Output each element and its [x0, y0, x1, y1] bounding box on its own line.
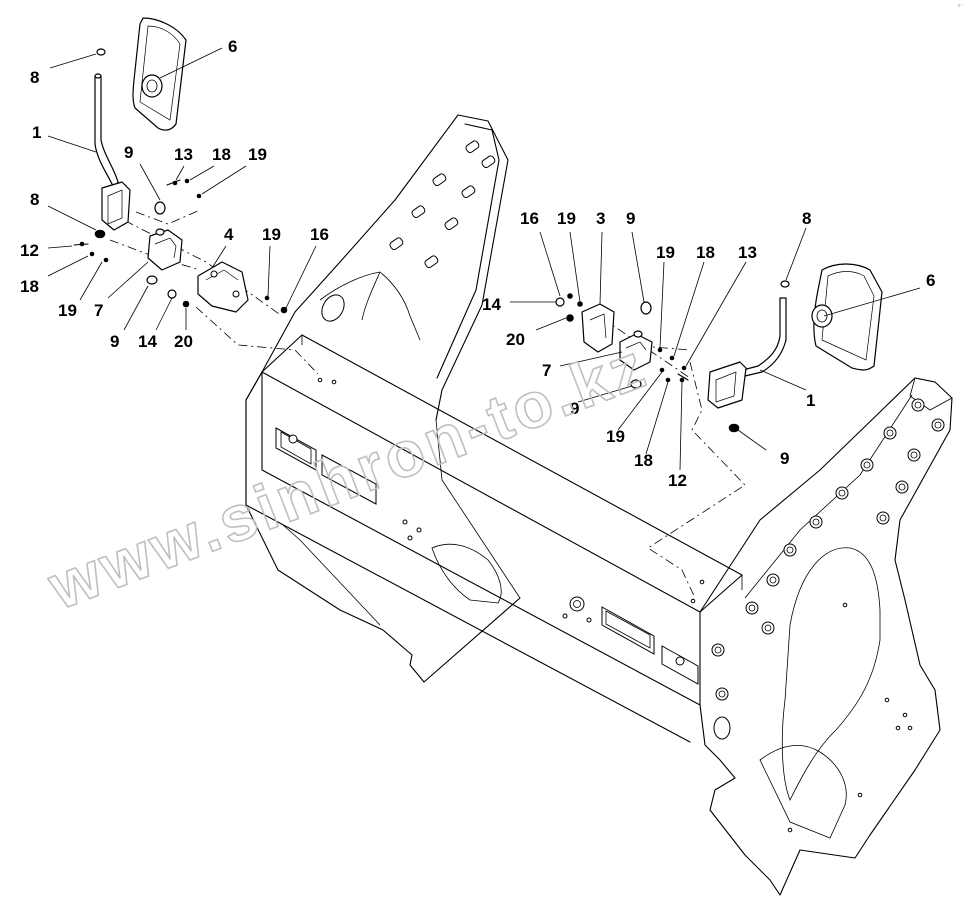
frame-cross-beam-front: [245, 371, 701, 743]
loader-frame: [245, 114, 953, 896]
callout-6-right: 6: [926, 271, 935, 290]
left-plate-4: [197, 261, 249, 313]
bolt-pattern: [711, 398, 945, 833]
callout-12-left: 12: [20, 241, 39, 260]
callout-labels: 8 6 1 9 13 18 19 8 4 19 16 12 18 19 7 9 …: [20, 37, 935, 490]
right-washer-8-top: [780, 280, 790, 288]
right-mirror-ball: [811, 304, 833, 328]
callout-9-left-top: 9: [124, 143, 133, 162]
right-mirror-arm: [742, 297, 787, 377]
callout-6-left: 6: [228, 37, 237, 56]
callout-18-right-low: 18: [634, 451, 653, 470]
frame-left-plate: [245, 114, 521, 683]
callout-8-right: 8: [802, 209, 811, 228]
callout-3: 3: [596, 209, 605, 228]
callout-9-right-top: 9: [626, 209, 635, 228]
left-arm-bracket: [101, 181, 131, 231]
callout-19-right-mid: 19: [656, 243, 675, 262]
callout-9-left-low: 9: [110, 332, 119, 351]
callout-4: 4: [224, 225, 234, 244]
frame-right-plate-inner: [744, 377, 953, 599]
left-washer-8-bottom: [94, 229, 106, 239]
frame-right-cutout: [781, 547, 881, 801]
frame-right-cutout-low: [759, 745, 847, 839]
right-arm-bracket: [707, 361, 747, 409]
callout-7-left: 7: [94, 301, 103, 320]
right-washer-9: [728, 423, 740, 433]
callout-14-left: 14: [138, 332, 157, 351]
callout-12-right: 12: [668, 471, 687, 490]
callout-13-left: 13: [174, 145, 193, 164]
callout-16-left: 16: [310, 225, 329, 244]
callout-9-right-mid: 9: [570, 399, 579, 418]
corner-mark: ᵖ⁻: [958, 4, 963, 10]
callout-1-left: 1: [32, 123, 41, 142]
left-mirror-ball: [141, 74, 163, 98]
callout-leaders: [47, 47, 921, 471]
callout-13-right: 13: [738, 243, 757, 262]
frame-slots: [321, 140, 496, 322]
callout-8-left-top: 8: [30, 68, 39, 87]
callout-7-right: 7: [542, 361, 551, 380]
frame-right-plate: [699, 377, 953, 896]
callout-1-right: 1: [806, 391, 815, 410]
left-mirror-assembly: [73, 17, 288, 314]
callout-19-left-mid: 19: [262, 225, 281, 244]
callout-20-left: 20: [174, 332, 193, 351]
left-mirror: [132, 17, 187, 131]
frame-left-plate-inner: [436, 123, 500, 379]
left-mirror-arm: [94, 75, 119, 189]
callout-14-right: 14: [482, 295, 501, 314]
callout-19-right-top: 19: [557, 209, 576, 228]
frame-lower-left: [431, 419, 521, 604]
callout-9-right-low: 9: [780, 449, 789, 468]
frame-cross-beam-edge: [301, 335, 743, 590]
callout-8-left-mid: 8: [30, 190, 39, 209]
callout-18-left-low: 18: [20, 277, 39, 296]
beam-cutouts: [275, 377, 705, 685]
left-clamp-7: [147, 229, 183, 271]
callout-19-left-low: 19: [58, 301, 77, 320]
callout-18-left-top: 18: [212, 145, 231, 164]
right-mirror-assembly: [555, 263, 883, 433]
callout-20-right: 20: [506, 330, 525, 349]
callout-18-right-top: 18: [696, 243, 715, 262]
callout-16-right: 16: [520, 209, 539, 228]
left-washer-8-top: [96, 48, 106, 56]
watermark: www.sinhron-to.kz: [38, 328, 657, 623]
frame-left-plate-cut: [319, 271, 421, 341]
callout-19-left-top: 19: [248, 145, 267, 164]
callout-19-right-low: 19: [606, 427, 625, 446]
